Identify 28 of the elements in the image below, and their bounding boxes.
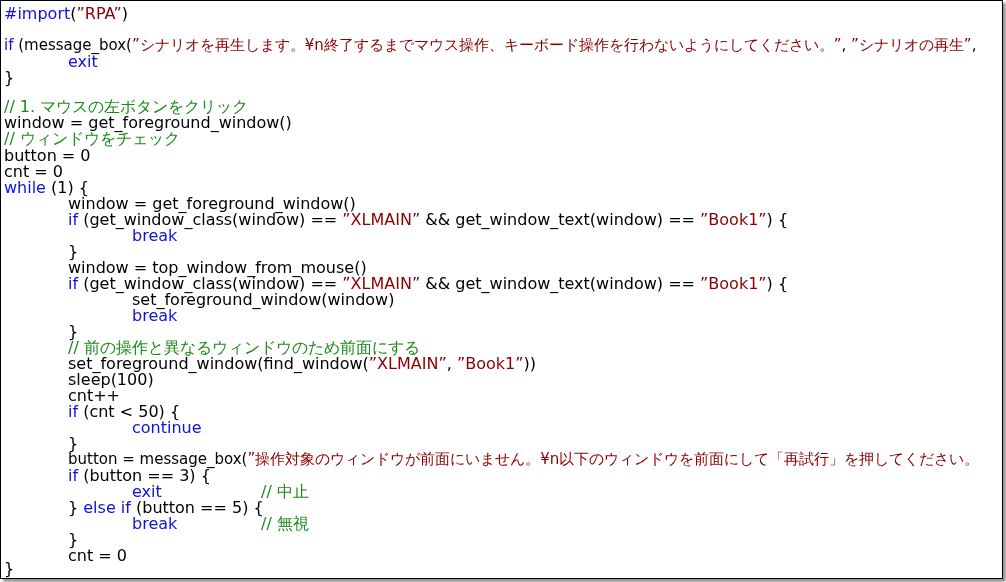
code-line: set_foreground_window(find_window(”XLMAIN”, ”Book1”)) [68, 355, 536, 372]
code-line: break [132, 227, 178, 244]
code-line: exit [68, 53, 98, 70]
code-line: } [68, 435, 79, 452]
code-line: if (message_box(”シナリオを再生します。¥n終了するまでマウス操作、キーボード操作を行わないようにしてください。”, ”シナリオの再生”, [4, 37, 977, 54]
code-line: } [68, 531, 79, 548]
code-line: break // 無視 [132, 515, 309, 532]
code-line: continue [132, 419, 202, 436]
code-line: } [4, 560, 15, 577]
code-line: window = top_window_from_mouse() [68, 259, 367, 276]
code-line: while (1) { [4, 179, 89, 196]
code-line: button = message_box(”操作対象のウィンドウが前面にいません。¥n以下のウィンドウを前面にして「再試行」を押してください。 [68, 451, 980, 468]
code-line: cnt = 0 [68, 547, 127, 564]
code-line: break [132, 307, 178, 324]
code-line: window = get_foreground_window() [68, 195, 356, 212]
code-line: #import(”RPA”) [4, 5, 129, 22]
code-line: cnt++ [68, 387, 121, 404]
code-line: } else if (button == 5) { [68, 499, 264, 516]
code-comment: // 前の操作と異なるウィンドウのため前面にする [68, 339, 420, 356]
code-line: cnt = 0 [4, 163, 63, 180]
code-line: window = get_foreground_window() [4, 114, 292, 131]
code-line: } [4, 69, 15, 86]
code-comment: // 1. マウスの左ボタンをクリック [4, 98, 249, 115]
code-line: if (cnt < 50) { [68, 403, 181, 420]
code-line: button = 0 [4, 147, 91, 164]
code-line: } [68, 323, 79, 340]
code-line: if (button == 3) { [68, 467, 211, 484]
code-line: } [68, 243, 79, 260]
